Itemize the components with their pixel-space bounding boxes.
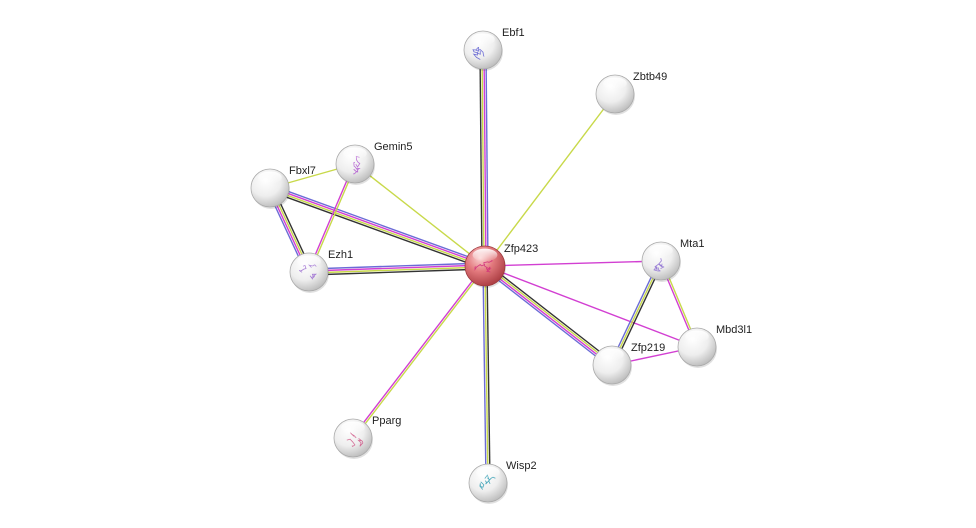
edge-zfp423-wisp2[interactable]: [482, 265, 491, 484]
edge-evidence-experiments: [483, 49, 487, 266]
node-zfp423[interactable]: [464, 245, 506, 288]
edge-evidence-textmining: [309, 164, 357, 273]
edge-gemin5-ezh1[interactable]: [307, 163, 357, 273]
node-highlight: [471, 33, 495, 46]
node-ebf1[interactable]: [463, 30, 503, 71]
edge-evidence-experiments: [307, 163, 355, 272]
edge-evidence-textmining: [354, 163, 486, 267]
edge-zfp423-zfp219[interactable]: [482, 263, 615, 368]
node-label-mbd3l1: Mbd3l1: [716, 324, 752, 336]
node-label-zfp423: Zfp423: [504, 243, 538, 255]
edge-evidence-textmining: [484, 93, 616, 267]
edge-evidence-experiments: [484, 265, 698, 348]
node-mbd3l1[interactable]: [677, 327, 717, 368]
edge-evidence-textmining: [481, 50, 485, 267]
node-highlight: [603, 77, 627, 90]
protein-structure-icon: [474, 260, 494, 273]
edge-evidence-coexpression: [309, 268, 486, 276]
edge-evidence-experiments: [484, 260, 662, 267]
node-highlight: [472, 248, 498, 262]
protein-structure-icon: [653, 258, 665, 272]
node-mta1[interactable]: [641, 241, 681, 282]
node-label-wisp2: Wisp2: [506, 460, 537, 472]
node-highlight: [476, 466, 500, 479]
edge-evidence-database: [270, 184, 487, 264]
edge-evidence-textmining: [484, 265, 489, 484]
edge-evidence-textmining: [353, 266, 487, 440]
node-ezh1[interactable]: [289, 252, 329, 293]
edge-evidence-textmining: [485, 264, 614, 365]
edge-evidence-coexpression: [479, 50, 483, 267]
edge-evidence-textmining: [269, 188, 485, 268]
node-highlight: [600, 348, 624, 361]
node-highlight: [649, 244, 673, 257]
node-label-gemin5: Gemin5: [374, 141, 413, 153]
edge-evidence-database: [485, 49, 489, 266]
node-pparg[interactable]: [333, 418, 373, 459]
edge-evidence-coexpression: [268, 190, 485, 270]
node-zfp219[interactable]: [592, 345, 632, 386]
node-highlight: [343, 147, 367, 160]
edge-evidence-textmining: [309, 266, 486, 274]
edge-evidence-experiments: [308, 264, 485, 272]
edge-zfp423-pparg[interactable]: [351, 264, 487, 440]
node-label-fbxl7: Fbxl7: [289, 165, 316, 177]
node-highlight: [297, 255, 321, 268]
edge-evidence-coexpression: [486, 263, 615, 364]
edge-evidence-database: [308, 262, 485, 270]
edge-evidence-experiments: [483, 266, 612, 367]
edge-zfp423-mbd3l1[interactable]: [484, 265, 698, 348]
nodes-layer: [250, 30, 717, 504]
edge-zfp423-zbtb49[interactable]: [484, 93, 616, 267]
protein-structure-icon: [472, 46, 485, 60]
node-label-ebf1: Ebf1: [502, 27, 525, 39]
node-zbtb49[interactable]: [595, 74, 635, 115]
edge-evidence-experiments: [351, 264, 485, 438]
node-label-zfp219: Zfp219: [631, 342, 665, 354]
edge-evidence-coexpression: [486, 265, 491, 483]
node-highlight: [685, 330, 709, 343]
node-highlight: [341, 421, 365, 434]
node-highlight: [258, 171, 282, 184]
node-label-mta1: Mta1: [680, 238, 704, 250]
edge-evidence-experiments: [270, 186, 486, 266]
edge-zfp423-gemin5[interactable]: [354, 163, 486, 267]
edge-evidence-database: [482, 266, 487, 484]
edge-zfp423-fbxl7[interactable]: [268, 184, 487, 270]
edge-zfp423-ebf1[interactable]: [479, 49, 489, 267]
edge-zfp423-ezh1[interactable]: [308, 262, 486, 276]
edge-zfp423-mta1[interactable]: [484, 260, 662, 267]
node-label-zbtb49: Zbtb49: [633, 71, 667, 83]
node-fbxl7[interactable]: [250, 168, 290, 209]
node-wisp2[interactable]: [468, 463, 508, 504]
node-gemin5[interactable]: [335, 144, 375, 185]
node-label-ezh1: Ezh1: [328, 249, 353, 261]
edge-evidence-database: [482, 267, 611, 368]
node-label-pparg: Pparg: [372, 415, 401, 427]
